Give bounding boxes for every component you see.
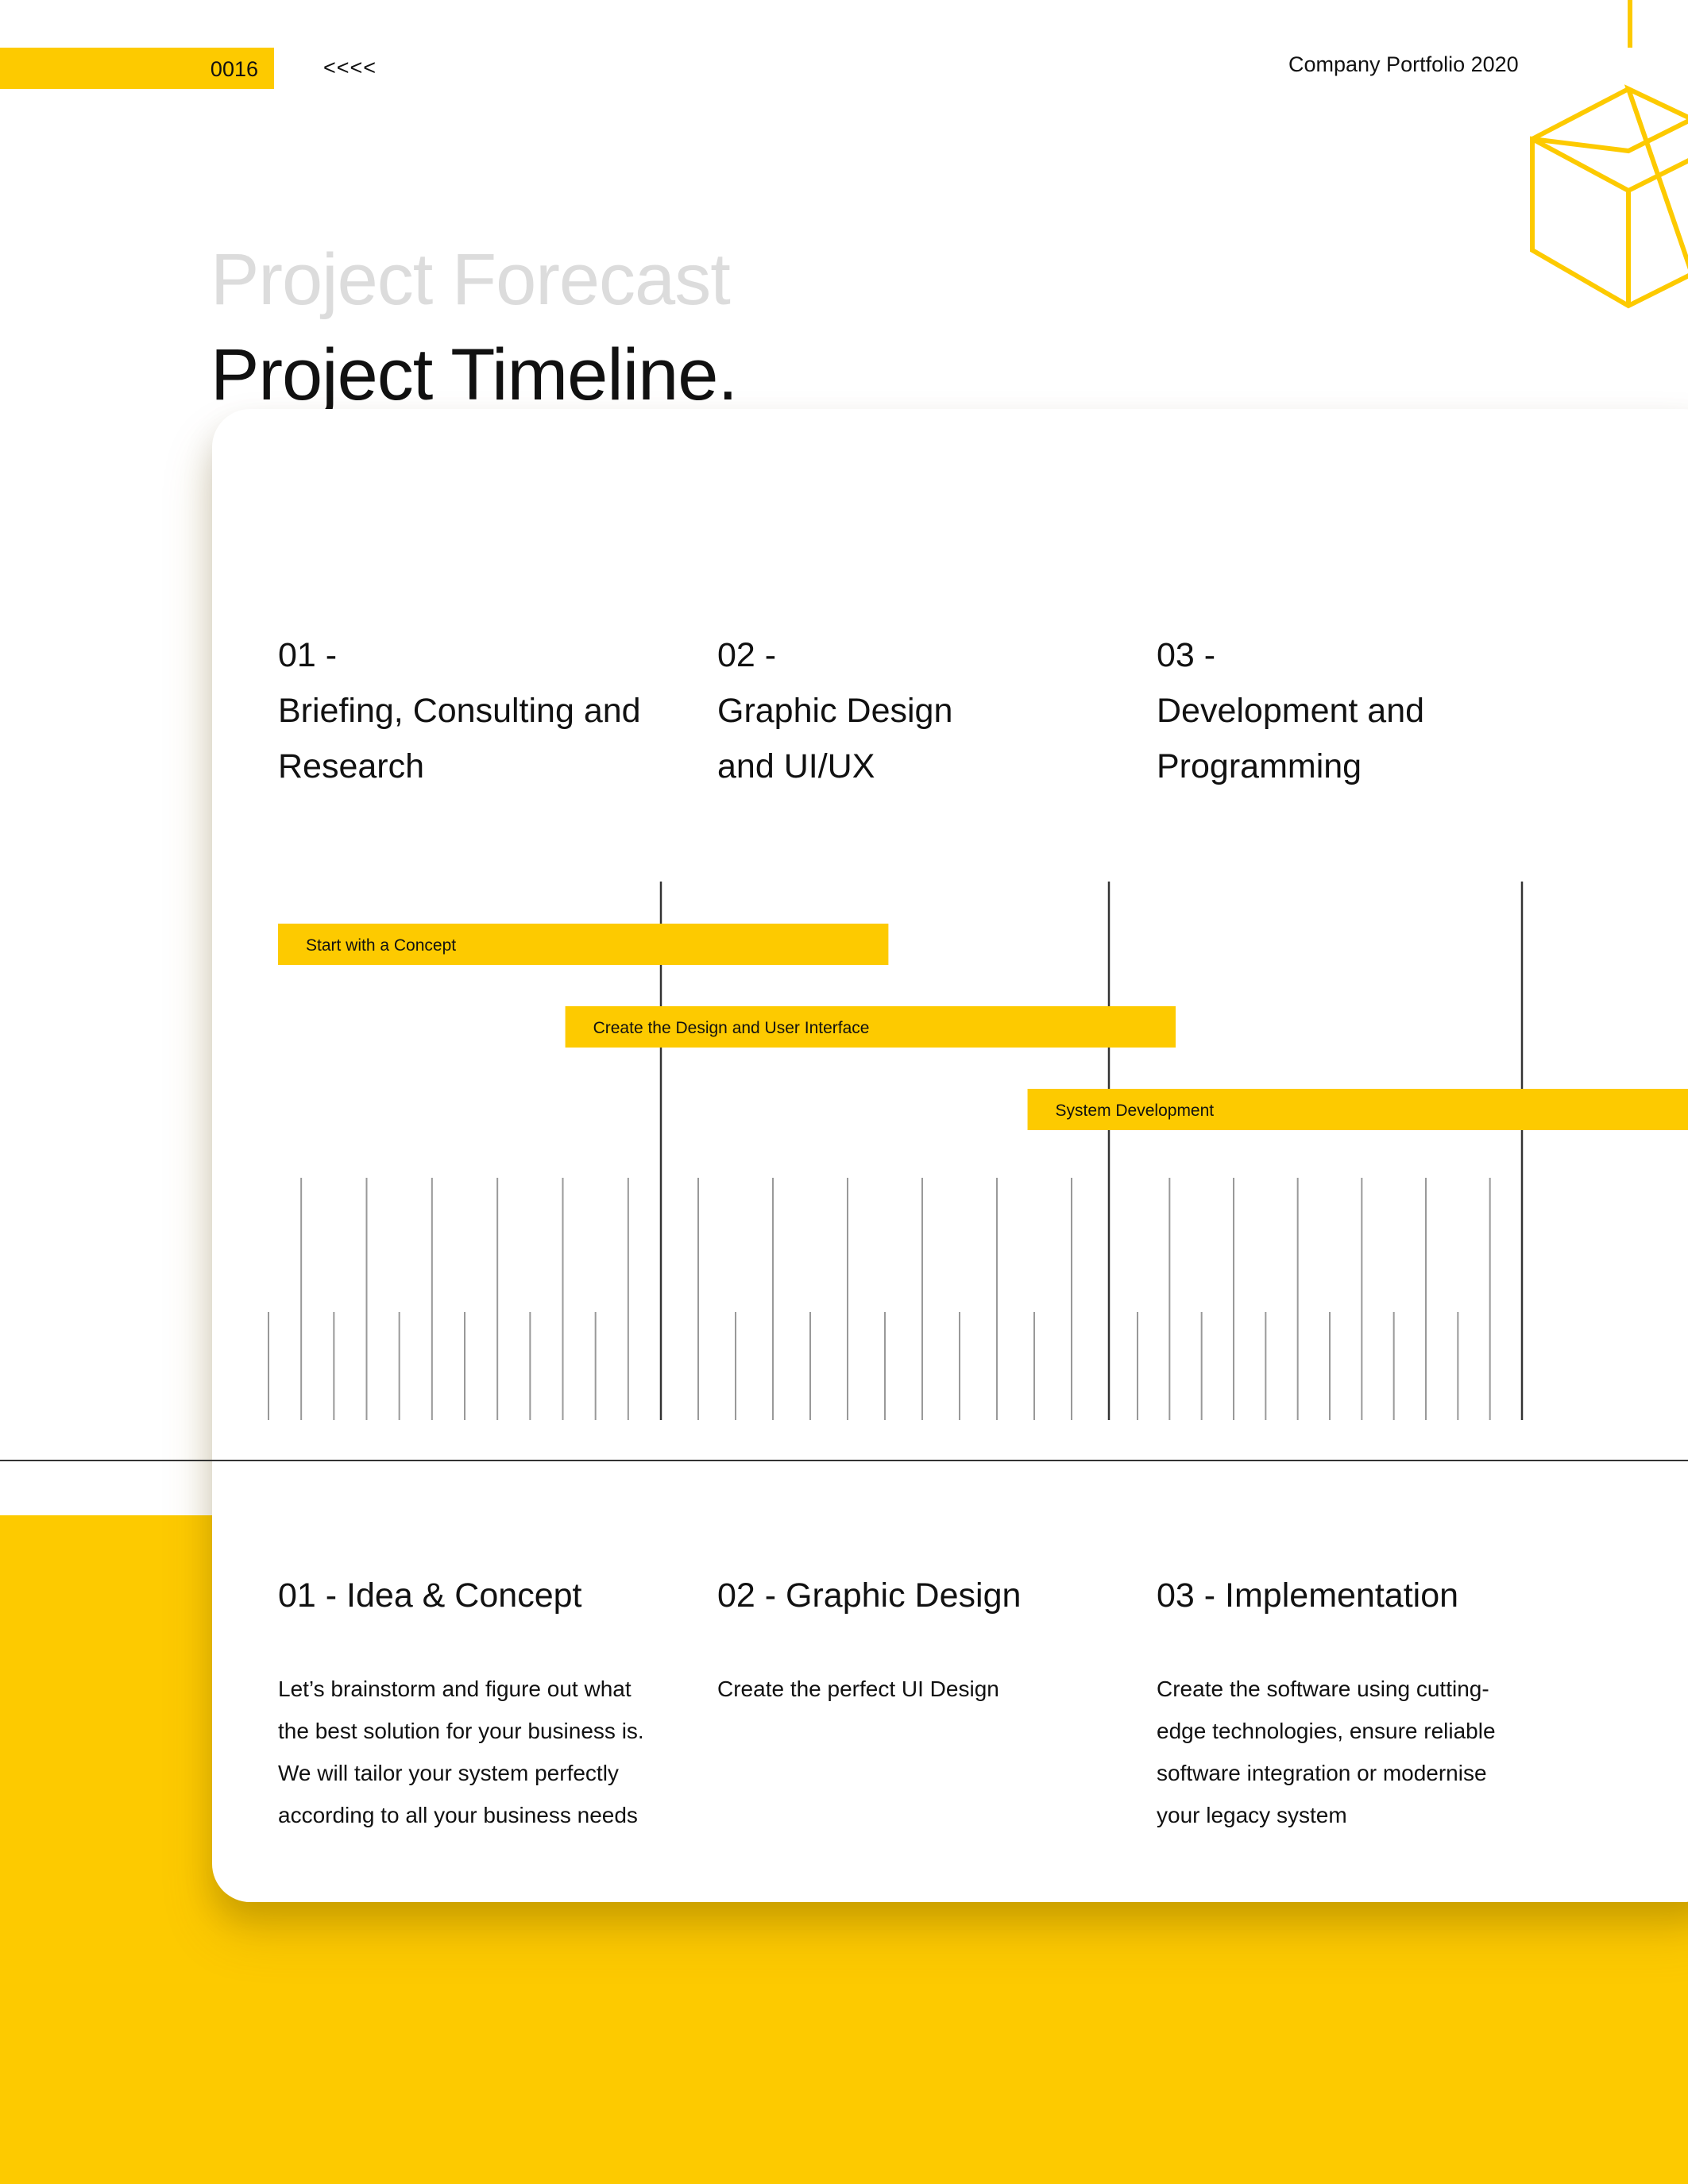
phase-number: 02 - [717, 636, 777, 674]
step-heading-2: 02 - Graphic Design [717, 1576, 1022, 1615]
page-subtitle: Project Forecast [211, 239, 731, 320]
phase-title-line: and UI/UX [717, 747, 875, 785]
cube-outline-icon [1530, 0, 1688, 309]
step-text-line: according to all your business needs [278, 1803, 638, 1827]
phase-title-line: Graphic Design [717, 692, 953, 730]
step-description-2: Create the perfect UI Design [717, 1668, 1091, 1710]
step-text-line: your legacy system [1157, 1803, 1347, 1827]
portfolio-title: Company Portfolio 2020 [1288, 52, 1519, 76]
step-text-line: edge technologies, ensure reliable [1157, 1719, 1496, 1743]
phase-number: 03 - [1157, 636, 1216, 674]
timeline-card [212, 409, 1688, 1902]
step-heading-3: 03 - Implementation [1157, 1576, 1459, 1615]
phase-header-2: 02 - Graphic Design and UI/UX [717, 627, 1099, 794]
phase-number: 01 - [278, 636, 338, 674]
step-text-line: Create the perfect UI Design [717, 1677, 999, 1701]
step-text-line: Create the software using cutting- [1157, 1677, 1489, 1701]
page-title: Project Timeline. [211, 334, 738, 415]
step-text-line: Let’s brainstorm and figure out what [278, 1677, 632, 1701]
step-text-line: the best solution for your business is. [278, 1719, 644, 1743]
phase-title-line: Programming [1157, 747, 1362, 785]
timeline-axis [0, 1460, 1688, 1461]
step-text-line: We will tailor your system perfectly [278, 1761, 619, 1785]
phase-header-3: 03 - Development and Programming [1157, 627, 1538, 794]
phase-title-line: Development and [1157, 692, 1425, 730]
page-number: 0016 [210, 57, 258, 81]
phase-title-line: Briefing, Consulting and [278, 692, 641, 730]
phase-title-line: Research [278, 747, 425, 785]
step-heading-1: 01 - Idea & Concept [278, 1576, 582, 1615]
back-arrows-link[interactable]: <<<< [323, 56, 377, 79]
step-text-line: software integration or modernise [1157, 1761, 1487, 1785]
step-description-1: Let’s brainstorm and figure out what the… [278, 1668, 651, 1836]
page-number-badge: 0016 [0, 48, 274, 89]
phase-header-1: 01 - Briefing, Consulting and Research [278, 627, 659, 794]
step-description-3: Create the software using cutting- edge … [1157, 1668, 1530, 1836]
